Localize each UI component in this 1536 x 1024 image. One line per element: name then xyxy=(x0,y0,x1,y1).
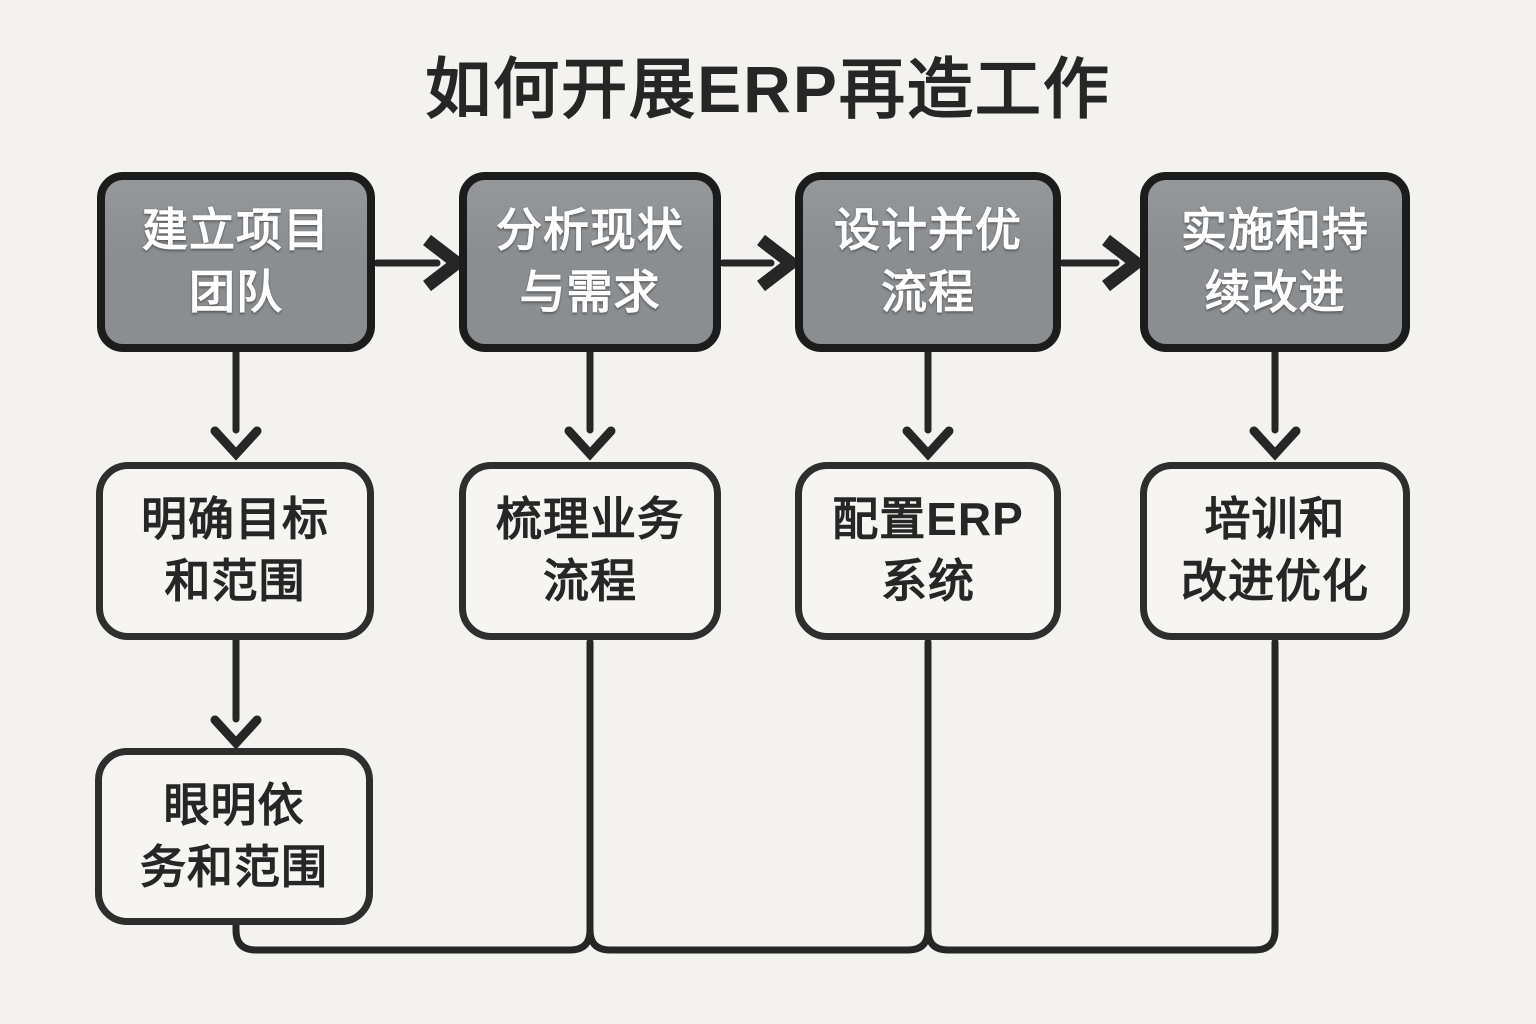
arrow-stage2-to-detail2 xyxy=(564,348,616,461)
stage-box-label-line: 设计并优 xyxy=(834,204,1022,257)
detail-box-label-line: 流程 xyxy=(543,555,637,607)
detail-box-clarify-goals: 明确目标 和范围 xyxy=(96,462,374,640)
arrow-stage1-to-stage2 xyxy=(373,234,468,292)
extra-box-scope: 眼明依 务和范围 xyxy=(95,748,373,925)
arrow-detail1-to-extra xyxy=(210,636,262,750)
stage-box-build-team: 建立项目 团队 xyxy=(97,172,375,352)
stage-box-implement-improve: 实施和持 续改进 xyxy=(1140,172,1410,352)
stage-box-label-line: 团队 xyxy=(189,266,283,318)
detail-box-label-line: 和范围 xyxy=(164,555,306,607)
page-title: 如何开展ERP再造工作 xyxy=(425,52,1111,126)
stage-box-analyze-needs: 分析现状 与需求 xyxy=(459,172,721,352)
arrow-stage3-to-stage4 xyxy=(1059,234,1147,292)
arrow-stage3-to-detail3 xyxy=(902,348,954,461)
stage-box-label-line: 实施和持 xyxy=(1181,204,1369,257)
detail-box-configure-erp: 配置ERP 系统 xyxy=(795,462,1061,640)
detail-box-label-line: 梳理业务 xyxy=(496,493,684,546)
stage-box-label-line: 与需求 xyxy=(519,266,661,318)
arrow-stage2-to-stage3 xyxy=(719,234,802,292)
stage-box-label-line: 流程 xyxy=(881,266,975,318)
extra-box-label-line: 眼明依 xyxy=(163,778,305,831)
detail-box-label-line: 培训和 xyxy=(1204,493,1346,546)
arrow-stage1-to-detail1 xyxy=(210,348,262,461)
detail-box-label-line: 配置ERP xyxy=(832,493,1024,546)
arrow-stage4-to-detail4 xyxy=(1249,348,1301,461)
detail-box-label-line: 系统 xyxy=(881,555,975,607)
stage-box-design-process: 设计并优 流程 xyxy=(795,172,1061,352)
stage-box-label-line: 续改进 xyxy=(1204,266,1346,318)
connector-bottom-bus xyxy=(232,638,1279,954)
detail-box-label-line: 明确目标 xyxy=(141,493,329,546)
bus-segment-detail2-to-detail3 xyxy=(586,638,932,954)
extra-box-label-line: 务和范围 xyxy=(140,840,328,893)
detail-box-training-optimize: 培训和 改进优化 xyxy=(1140,462,1410,640)
stage-box-label-line: 建立项目 xyxy=(142,204,330,257)
bus-segment-detail3-to-detail4 xyxy=(924,638,1279,954)
detail-box-sort-processes: 梳理业务 流程 xyxy=(459,462,721,640)
stage-box-label-line: 分析现状 xyxy=(496,204,684,257)
detail-box-label-line: 改进优化 xyxy=(1181,555,1369,607)
